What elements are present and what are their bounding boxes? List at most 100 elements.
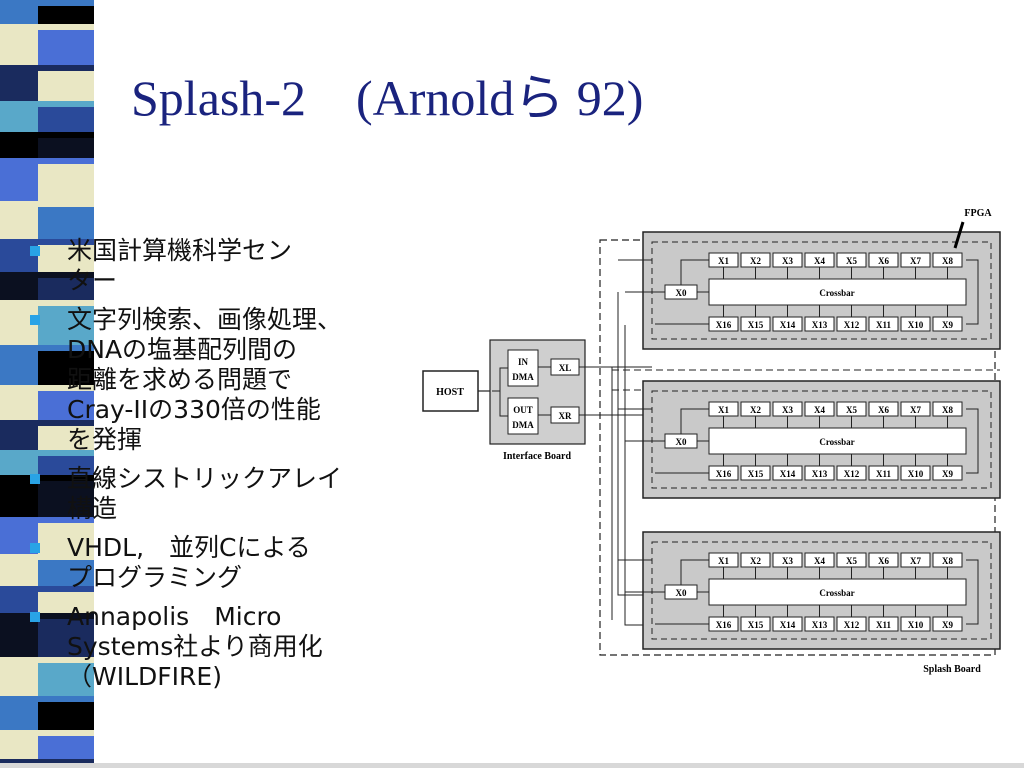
pe-label: X5 [846, 405, 857, 415]
pe-label: X15 [748, 320, 764, 330]
pe-label: X4 [814, 405, 825, 415]
pe-label: X7 [910, 256, 921, 266]
pe-label: X1 [718, 405, 729, 415]
bullet-marker [30, 315, 40, 325]
pe-label: X8 [942, 556, 953, 566]
pe-label: X9 [942, 620, 953, 630]
splash-board-label: Splash Board [923, 664, 981, 675]
pe-label: X9 [942, 320, 953, 330]
processing-element [740, 616, 771, 632]
bullet-item: 直線シストリックアレイ 構造 [30, 464, 430, 524]
pe-label: X5 [846, 256, 857, 266]
interface-board-label: Interface Board [503, 451, 571, 462]
host-label: HOST [436, 387, 464, 398]
in-dma-label-1: IN [518, 357, 529, 367]
pe-label: X16 [716, 469, 732, 479]
bullet-item: Annapolis Micro Systems社より商用化 （WILDFIRE) [30, 602, 430, 692]
pe-label: X11 [876, 320, 892, 330]
processing-element [772, 465, 803, 481]
footer-line [0, 763, 1024, 768]
slide-title: Splash-2 (Arnoldら 92) [131, 70, 644, 126]
processing-element [804, 616, 835, 632]
in-dma-box [507, 349, 539, 387]
bullet-item: VHDL, 並列Cによる プログラミング [30, 533, 430, 593]
xr-label: XR [559, 411, 572, 421]
bullet-marker [30, 246, 40, 256]
system-dashed-outline [599, 239, 996, 656]
crossbar-label: Crossbar [819, 437, 854, 447]
processing-element [868, 616, 899, 632]
bullet-item: 文字列検索、画像処理、 DNAの塩基配列間の 距離を求める問題で Cray-II… [30, 305, 430, 455]
pe-label: X7 [910, 405, 921, 415]
pe-label: X8 [942, 256, 953, 266]
bullet-item: 米国計算機科学セン ター [30, 236, 430, 296]
out-dma-label-2: DMA [512, 420, 534, 430]
pe-label: X14 [780, 620, 796, 630]
pe-label: X9 [942, 469, 953, 479]
pe-label: X11 [876, 620, 892, 630]
pe-label: X15 [748, 469, 764, 479]
board-inner-outline [651, 241, 992, 340]
pe-label: X12 [844, 469, 860, 479]
pe-label: X14 [780, 320, 796, 330]
crossbar-label: Crossbar [819, 588, 854, 598]
pe-label: X10 [908, 620, 924, 630]
processing-element [740, 465, 771, 481]
pe-label: X4 [814, 556, 825, 566]
bullet-marker [30, 612, 40, 622]
pe-label: X15 [748, 620, 764, 630]
pe-label: X2 [750, 405, 761, 415]
pe-label: X2 [750, 256, 761, 266]
pe-label: X10 [908, 320, 924, 330]
decorative-stripe [0, 0, 94, 768]
pe-label: X11 [876, 469, 892, 479]
bullet-list: 米国計算機科学セン ター 文字列検索、画像処理、 DNAの塩基配列間の 距離を求… [30, 236, 430, 701]
pe-label: X12 [844, 320, 860, 330]
pe-label: X3 [782, 256, 793, 266]
xl-label: XL [559, 363, 572, 373]
pe-label: X3 [782, 556, 793, 566]
bullet-marker [30, 474, 40, 484]
pe-label: X13 [812, 620, 828, 630]
pe-label: X6 [878, 405, 889, 415]
processing-element [804, 465, 835, 481]
out-dma-label-1: OUT [513, 405, 533, 415]
processing-element [836, 616, 867, 632]
processing-element [836, 465, 867, 481]
pe-label: X1 [718, 256, 729, 266]
board-inner-outline [651, 390, 992, 489]
pe-label: X16 [716, 620, 732, 630]
pe-label: X7 [910, 556, 921, 566]
fpga-pointer-arrow [953, 221, 965, 249]
pe-label: X1 [718, 556, 729, 566]
pe-label: X13 [812, 320, 828, 330]
processing-element [900, 316, 931, 332]
processing-element [932, 616, 963, 632]
processing-element [868, 465, 899, 481]
pe-label: X5 [846, 556, 857, 566]
processing-element [836, 316, 867, 332]
in-dma-label-2: DMA [512, 372, 534, 382]
crossbar-box [708, 427, 967, 455]
x0-label: X0 [676, 437, 687, 447]
pe-label: X12 [844, 620, 860, 630]
host-box [422, 370, 479, 412]
processing-element [804, 316, 835, 332]
pe-label: X8 [942, 405, 953, 415]
pe-label: X2 [750, 556, 761, 566]
processing-element [868, 316, 899, 332]
processing-element [900, 465, 931, 481]
pe-label: X10 [908, 469, 924, 479]
pe-label: X6 [878, 556, 889, 566]
pe-label: X4 [814, 256, 825, 266]
processing-element [932, 316, 963, 332]
board-inner-outline [651, 541, 992, 640]
pe-label: X6 [878, 256, 889, 266]
pe-label: X3 [782, 405, 793, 415]
processing-element [740, 316, 771, 332]
pe-label: X13 [812, 469, 828, 479]
crossbar-label: Crossbar [819, 288, 854, 298]
crossbar-box [708, 578, 967, 606]
pe-label: X14 [780, 469, 796, 479]
x0-label: X0 [676, 588, 687, 598]
